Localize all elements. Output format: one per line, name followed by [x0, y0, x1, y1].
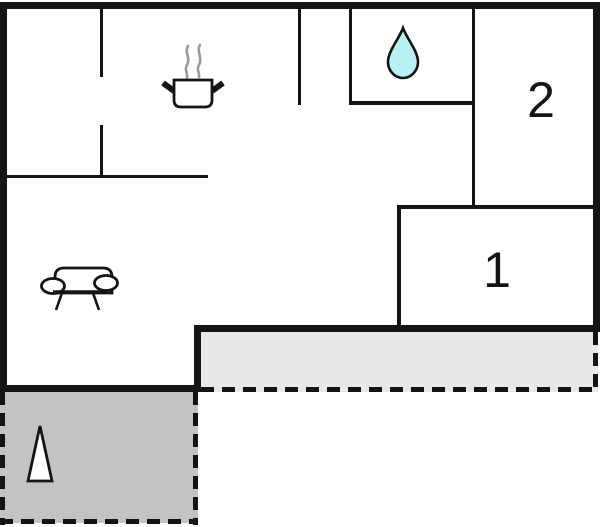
wall-kitchen-upper — [100, 9, 103, 77]
wall-outer-top — [0, 2, 600, 9]
terrace-area — [201, 332, 598, 392]
tree-icon — [26, 425, 54, 483]
room-1-label: 1 — [483, 242, 511, 298]
wall-bathroom-bottom — [349, 101, 475, 105]
wall-outer-bottom-left — [0, 385, 201, 392]
wall-living-horizontal — [0, 175, 208, 178]
wall-bathroom-left — [349, 9, 352, 103]
wall-room1-top — [397, 205, 600, 209]
wall-outer-left — [0, 2, 7, 392]
water-drop-icon — [386, 24, 420, 80]
wall-step-vertical — [194, 325, 201, 392]
wall-room1-left — [397, 205, 401, 332]
cooking-pot-icon — [161, 43, 225, 109]
wall-room2-left — [472, 9, 475, 209]
room-2-label: 2 — [527, 72, 555, 128]
wall-outer-right — [593, 2, 600, 332]
wall-hallway — [298, 9, 301, 105]
sofa-icon — [40, 266, 119, 311]
wall-kitchen-lower — [100, 125, 103, 178]
